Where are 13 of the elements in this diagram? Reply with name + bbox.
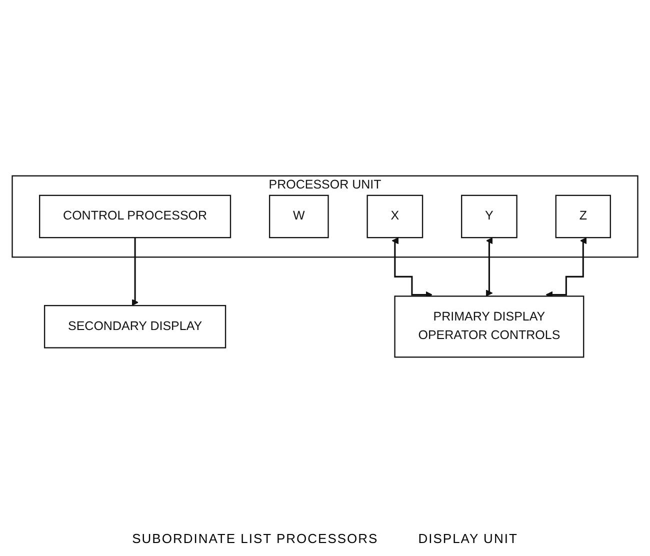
group-label: SUBORDINATE LIST PROCESSORS (132, 531, 378, 546)
cluster (12, 175, 638, 258)
node-box (461, 194, 518, 238)
node-box (44, 304, 226, 348)
node-box (268, 194, 329, 238)
node-box (366, 194, 424, 238)
group-label: DISPLAY UNIT (418, 531, 518, 546)
arrow (132, 236, 138, 306)
arrow (486, 238, 493, 296)
node-box (555, 194, 611, 238)
node-box (394, 296, 584, 358)
block-diagram: PROCESSOR UNIT CONTROL PROCESSOR W X Y Z SECONDARY DISPLAY PRIMARY DISPLAY OPERATOR CONTROLS (6, 6, 644, 527)
node-box (39, 194, 232, 238)
